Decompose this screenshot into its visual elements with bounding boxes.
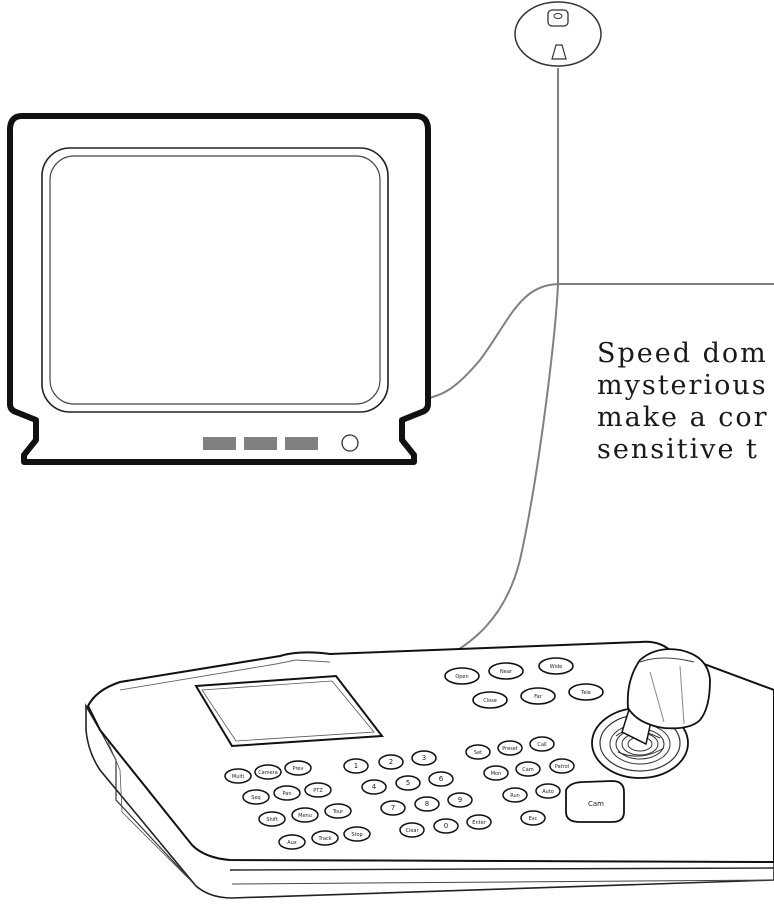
key-far[interactable]: Far	[521, 688, 555, 704]
key-label: Pan	[282, 791, 291, 797]
key-3[interactable]: 3	[412, 751, 436, 765]
key-esc[interactable]: Esc	[521, 811, 545, 825]
key-label: Tour	[332, 809, 344, 815]
monitor-power-button	[342, 435, 358, 451]
key-label: Wide	[550, 664, 562, 670]
keyboard-cable	[440, 284, 558, 660]
key-call[interactable]: Call	[530, 737, 554, 751]
key-cam-small[interactable]: Cam	[516, 762, 540, 776]
caption-line-1: Speed dom	[597, 338, 768, 369]
caption-text: Speed dom mysterious make a cor sensitiv…	[597, 338, 769, 465]
key-near[interactable]: Near	[489, 663, 523, 679]
key-label: Camera	[258, 770, 278, 776]
key-label: Esc	[529, 816, 538, 822]
key-prev[interactable]: Prev	[285, 761, 311, 775]
key-label: Patrol	[555, 764, 569, 770]
key-label: Clear	[405, 828, 419, 834]
key-run[interactable]: Run	[503, 788, 527, 802]
key-label: Set	[474, 750, 482, 756]
caption-line-4: sensitive t	[597, 434, 759, 465]
key-label: Cam	[522, 767, 534, 773]
key-open[interactable]: Open	[445, 668, 479, 684]
key-label: 9	[458, 796, 462, 804]
key-label: Cam	[588, 800, 604, 808]
key-label: Enter	[472, 820, 486, 826]
key-ptz[interactable]: PTZ	[305, 783, 331, 797]
control-keyboard: Open Near Wide Close Far Tele	[86, 642, 774, 898]
key-tour[interactable]: Tour	[325, 804, 351, 818]
key-label: 1	[354, 762, 358, 770]
key-6[interactable]: 6	[429, 772, 453, 786]
key-enter[interactable]: Enter	[467, 815, 491, 829]
key-patrol[interactable]: Patrol	[550, 759, 574, 773]
key-label: Menu	[298, 813, 312, 819]
key-set[interactable]: Set	[466, 745, 490, 759]
monitor-indicator-2	[244, 437, 277, 450]
key-label: PTZ	[313, 788, 323, 794]
key-8[interactable]: 8	[415, 797, 439, 811]
key-label: Far	[534, 694, 542, 700]
key-preset[interactable]: Preset	[498, 741, 522, 755]
key-pan[interactable]: Pan	[274, 786, 300, 800]
key-auto[interactable]: Auto	[536, 784, 560, 798]
key-1[interactable]: 1	[344, 759, 368, 773]
key-label: Aux	[287, 840, 297, 846]
key-label: 2	[389, 758, 393, 766]
key-label: Prev	[293, 766, 304, 772]
key-track[interactable]: Track	[312, 831, 338, 845]
key-label: 8	[425, 800, 429, 808]
key-mon[interactable]: Mon	[484, 766, 508, 780]
key-label: Preset	[502, 746, 518, 752]
monitor-indicator-3	[285, 437, 318, 450]
key-label: Open	[455, 674, 468, 680]
key-0[interactable]: 0	[434, 819, 458, 833]
caption-line-3: make a cor	[597, 402, 769, 433]
key-close[interactable]: Close	[473, 692, 507, 708]
key-shift[interactable]: Shift	[259, 812, 285, 826]
caption-line-2: mysterious	[597, 370, 768, 401]
key-label: 0	[444, 822, 448, 830]
monitor-screen-inner	[50, 156, 380, 404]
key-label: Track	[317, 836, 331, 842]
key-7[interactable]: 7	[381, 801, 405, 815]
key-label: 4	[372, 783, 377, 791]
key-4[interactable]: 4	[362, 780, 386, 794]
key-aux[interactable]: Aux	[279, 835, 305, 849]
monitor	[10, 116, 428, 462]
key-label: 5	[406, 779, 410, 787]
key-label: Call	[537, 742, 546, 748]
key-label: 7	[391, 804, 395, 812]
key-5[interactable]: 5	[396, 776, 420, 790]
key-clear[interactable]: Clear	[400, 823, 424, 837]
key-label: Stop	[351, 832, 362, 838]
key-label: Mon	[491, 771, 502, 777]
key-multi[interactable]: Multi	[225, 769, 251, 783]
joystick-knob	[628, 649, 710, 728]
key-wide[interactable]: Wide	[539, 658, 573, 674]
speed-dome-camera	[515, 2, 601, 66]
key-label: Tele	[580, 690, 591, 696]
key-seq[interactable]: Seq	[243, 790, 269, 804]
key-label: Seq	[251, 795, 260, 801]
key-label: Run	[510, 793, 520, 799]
key-2[interactable]: 2	[379, 755, 403, 769]
key-label: Near	[500, 669, 513, 675]
key-cam-large[interactable]: Cam	[566, 781, 624, 822]
monitor-indicator-1	[203, 437, 236, 450]
key-tele[interactable]: Tele	[569, 684, 603, 700]
key-label: Auto	[542, 789, 554, 795]
key-label: 3	[422, 754, 426, 762]
key-camera[interactable]: Camera	[255, 765, 281, 779]
key-label: Close	[483, 698, 497, 704]
key-9[interactable]: 9	[448, 793, 472, 807]
key-label: Shift	[266, 817, 277, 823]
key-stop[interactable]: Stop	[344, 827, 370, 841]
key-label: Multi	[232, 774, 244, 780]
key-menu[interactable]: Menu	[292, 808, 318, 822]
key-label: 6	[439, 775, 444, 783]
